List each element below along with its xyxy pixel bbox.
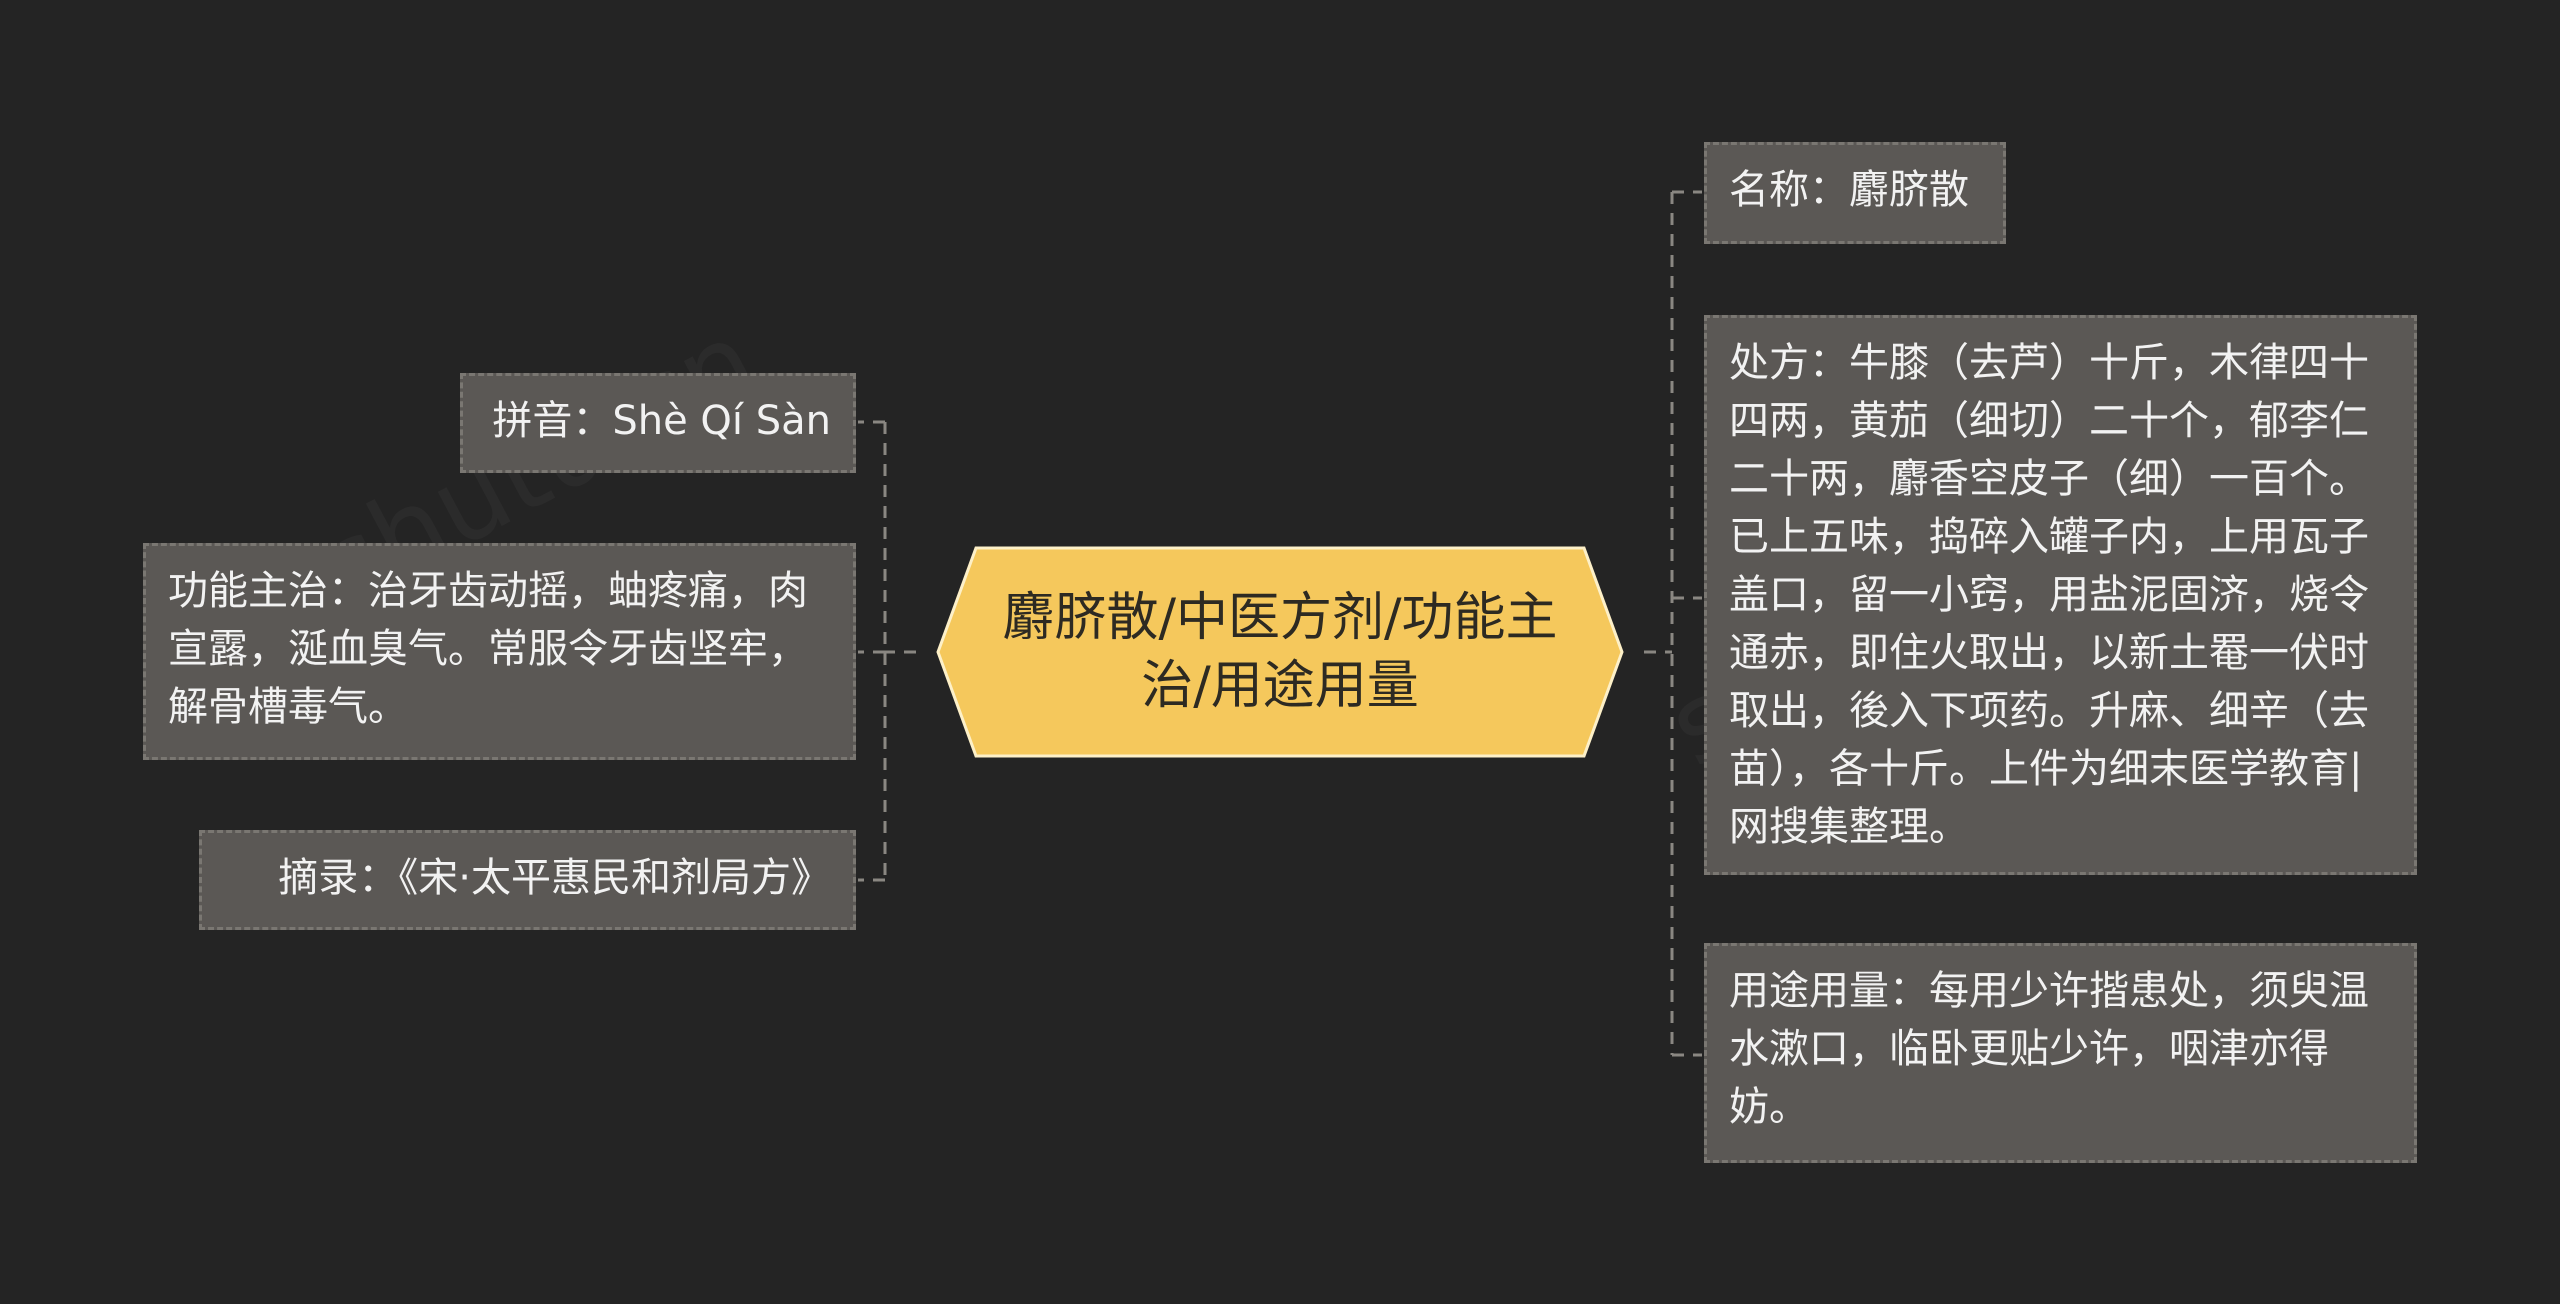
node-name[interactable]: 名称：麝脐散: [1704, 142, 2006, 244]
node-name-text: 名称：麝脐散: [1729, 167, 1969, 213]
node-pinyin-text: 拼音：Shè Qí Sàn: [492, 398, 831, 444]
central-topic-shape: [936, 546, 1624, 758]
connector-left-trunk: [883, 422, 916, 880]
node-function[interactable]: 功能主治：治牙齿动摇，蚰疼痛，肉宣露，涎血臭气。常服令牙齿坚牢，解骨槽毒气。: [143, 543, 856, 760]
node-function-text: 功能主治：治牙齿动摇，蚰疼痛，肉宣露，涎血臭气。常服令牙齿坚牢，解骨槽毒气。: [168, 568, 808, 730]
central-topic-label: 麝脐散/中医方剂/功能主治/用途用量: [1002, 588, 1558, 716]
node-pinyin[interactable]: 拼音：Shè Qí Sàn: [460, 373, 856, 473]
node-usage-text: 用途用量：每用少许揩患处，须臾温水漱口，临卧更贴少许，咽津亦得妨。: [1729, 968, 2369, 1130]
node-usage[interactable]: 用途用量：每用少许揩患处，须臾温水漱口，临卧更贴少许，咽津亦得妨。: [1704, 943, 2417, 1163]
central-topic[interactable]: 麝脐散/中医方剂/功能主治/用途用量: [916, 545, 1644, 759]
node-excerpt[interactable]: 摘录：《宋·太平惠民和剂局方》: [199, 830, 856, 930]
node-excerpt-text: 摘录：《宋·太平惠民和剂局方》: [278, 855, 831, 901]
node-prescription[interactable]: 处方：牛膝（去芦）十斤，木律四十四两，黄茄（细切）二十个，郁李仁二十两，麝香空皮…: [1704, 315, 2417, 875]
connector-right-trunk: [1644, 192, 1674, 1055]
node-prescription-text: 处方：牛膝（去芦）十斤，木律四十四两，黄茄（细切）二十个，郁李仁二十两，麝香空皮…: [1729, 340, 2369, 850]
